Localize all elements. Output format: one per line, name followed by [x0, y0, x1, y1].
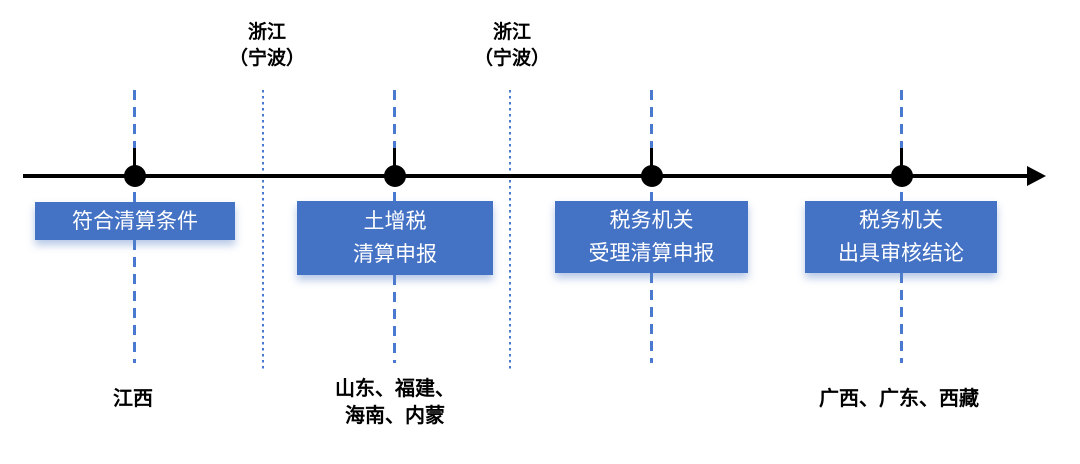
separator-label: 浙江 （宁波）: [437, 20, 587, 72]
separator-dotted-line: [262, 90, 264, 372]
milestone-dashed-line-upper: [650, 90, 653, 201]
province-note-line1: 山东、福建、: [335, 378, 455, 400]
milestone-box: 税务机关 受理清算申报: [555, 201, 748, 273]
milestone-dashed-line-lower: [133, 240, 136, 363]
milestone-box-label-line2: 出具审核结论: [838, 241, 964, 265]
milestone-tick: [133, 148, 136, 168]
milestone-box-label-line1: 税务机关: [609, 208, 694, 232]
milestone-box: 土增税 清算申报: [297, 201, 493, 275]
milestone-box: 符合清算条件: [35, 202, 235, 240]
milestone-box-label-line2: 清算申报: [353, 242, 437, 266]
province-note: 广西、广东、西藏: [786, 386, 1012, 413]
milestone-tick: [650, 148, 653, 168]
milestone-box-label-line1: 税务机关: [859, 208, 943, 232]
separator-label: 浙江 （宁波）: [192, 20, 342, 72]
province-note-line2: 海南、内蒙: [345, 405, 445, 427]
milestone-dot: [891, 165, 913, 187]
separator-label-line2: （宁波）: [228, 48, 305, 69]
timeline-axis: [23, 174, 1029, 178]
milestone-dashed-line-upper: [900, 90, 903, 201]
milestone-box-label-line1: 土增税: [363, 209, 427, 233]
milestone-box-label: 符合清算条件: [72, 208, 198, 233]
province-note-line1: 广西、广东、西藏: [819, 388, 979, 410]
milestone-dot: [124, 165, 146, 187]
milestone-dot: [641, 165, 663, 187]
milestone-dashed-line-lower: [650, 273, 653, 363]
milestone-dashed-line-upper: [133, 90, 136, 202]
milestone-box: 税务机关 出具审核结论: [805, 201, 997, 273]
milestone-tick: [900, 148, 903, 168]
separator-dotted-line: [509, 90, 511, 372]
milestone-dot: [384, 165, 406, 187]
province-note: 山东、福建、 海南、内蒙: [300, 376, 490, 430]
separator-label-line2: （宁波）: [473, 48, 550, 69]
milestone-dashed-line-upper: [393, 90, 396, 201]
milestone-tick: [393, 148, 396, 168]
milestone-box-label-line2: 受理清算申报: [588, 241, 715, 265]
milestone-dashed-line-lower: [393, 275, 396, 363]
separator-label-line1: 浙江: [492, 22, 531, 43]
province-note: 江西: [73, 386, 193, 413]
province-note-line1: 江西: [113, 388, 153, 410]
separator-label-line1: 浙江: [247, 22, 286, 43]
milestone-dashed-line-lower: [900, 273, 903, 363]
arrowhead-icon: [1027, 166, 1046, 186]
